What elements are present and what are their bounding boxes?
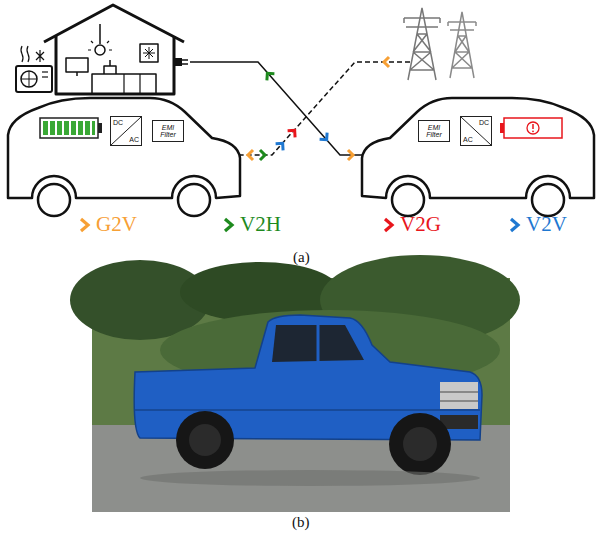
converter-label: DC xyxy=(479,119,489,126)
legend-item: V2V xyxy=(508,213,567,236)
converter-label: DC xyxy=(113,119,123,126)
converter-box: DC AC xyxy=(460,116,492,146)
house-cable xyxy=(174,58,362,155)
legend-chevron xyxy=(222,216,236,234)
legend-item: V2G xyxy=(382,213,441,236)
legend-item: V2H xyxy=(222,213,281,236)
legend-chevron xyxy=(508,216,522,234)
subfigure-label: (b) xyxy=(292,514,310,531)
legend-label: G2V xyxy=(96,213,137,236)
filter-box: EMI Filter xyxy=(152,120,184,142)
legend-item: G2V xyxy=(78,213,137,236)
filter-label: EMI Filter xyxy=(421,124,447,138)
filter-box: EMI Filter xyxy=(418,120,450,142)
house-icon xyxy=(44,5,184,94)
converter-label: AC xyxy=(463,136,473,143)
outdoor-unit-icon xyxy=(16,46,52,92)
filter-label: EMI Filter xyxy=(155,124,181,138)
truck-photo xyxy=(70,255,520,512)
converter-label: AC xyxy=(129,136,139,143)
grid-cable xyxy=(240,62,410,155)
legend-label: V2H xyxy=(240,213,281,236)
legend-label: V2G xyxy=(400,213,441,236)
right-car xyxy=(362,98,594,216)
transmission-towers xyxy=(404,8,476,80)
legend-chevron xyxy=(78,216,92,234)
left-car xyxy=(8,98,240,216)
red-battery xyxy=(500,118,562,138)
green-battery xyxy=(40,118,102,138)
legend-label: V2V xyxy=(526,213,567,236)
flow-arrows xyxy=(248,57,389,160)
legend-chevron xyxy=(382,216,396,234)
converter-box: DC AC xyxy=(110,116,142,146)
subfigure-label: (a) xyxy=(293,249,310,266)
